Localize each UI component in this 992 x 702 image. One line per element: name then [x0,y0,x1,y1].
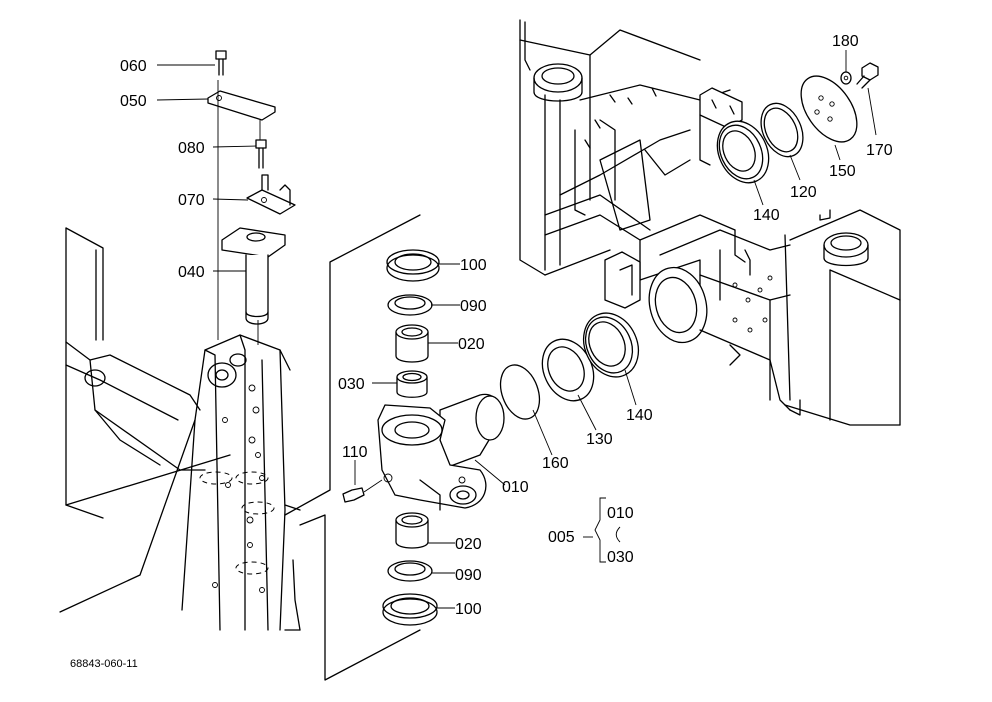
oring-120 [760,102,804,158]
label-040: 040 [178,264,205,281]
label-010: 010 [502,479,529,496]
label-020-bottom: 020 [455,536,482,553]
left-frame-structure [59,227,301,631]
label-150: 150 [829,163,856,180]
pin-040 [221,227,286,325]
label-070: 070 [178,192,205,209]
seal-140-upper [716,120,770,184]
label-120: 120 [790,184,817,201]
label-160: 160 [542,455,569,472]
label-080: 080 [178,140,205,157]
label-140-upper: 140 [753,207,780,224]
label-050: 050 [120,93,147,110]
bolt-170 [856,62,879,89]
part-labels: 060 050 080 070 040 100 090 020 030 110 … [70,33,893,670]
label-130: 130 [586,431,613,448]
leader-lines [156,50,877,609]
plate-050 [207,90,276,121]
label-110: 110 [342,444,368,461]
label-090-top: 090 [460,298,487,315]
label-140-lower: 140 [626,407,653,424]
label-005-030: 030 [607,549,634,566]
bolt-060 [215,50,227,76]
label-060: 060 [120,58,147,75]
bracket-070 [246,174,296,215]
right-frame-structure [519,19,901,426]
label-005: 005 [548,529,575,546]
label-020-top: 020 [458,336,485,353]
label-100-top: 100 [460,257,487,274]
label-005-010: 010 [607,505,634,522]
label-170: 170 [866,142,893,159]
seal-140-lower [582,312,640,378]
bushing-020-top [395,324,429,363]
bushing-020-bottom [395,512,429,549]
seal-100-bottom [382,593,438,626]
ring-090-top [387,294,433,316]
label-180: 180 [832,33,859,50]
assembly-005-brace [583,497,621,563]
grease-nipple-110 [342,479,383,503]
bushing-030 [396,370,428,398]
label-090-bottom: 090 [455,567,482,584]
drawing-code: 68843-060-11 [70,658,138,670]
bolt-080 [255,139,267,169]
axle-bracket-010 [377,393,505,511]
label-100-bottom: 100 [455,601,482,618]
seal-100-top [386,249,440,282]
oring-160 [499,364,541,420]
label-030: 030 [338,376,365,393]
center-group-bracket [284,214,421,681]
washer-180 [840,71,852,85]
cover-plate-150 [800,75,858,143]
ring-090-bottom [387,560,433,582]
